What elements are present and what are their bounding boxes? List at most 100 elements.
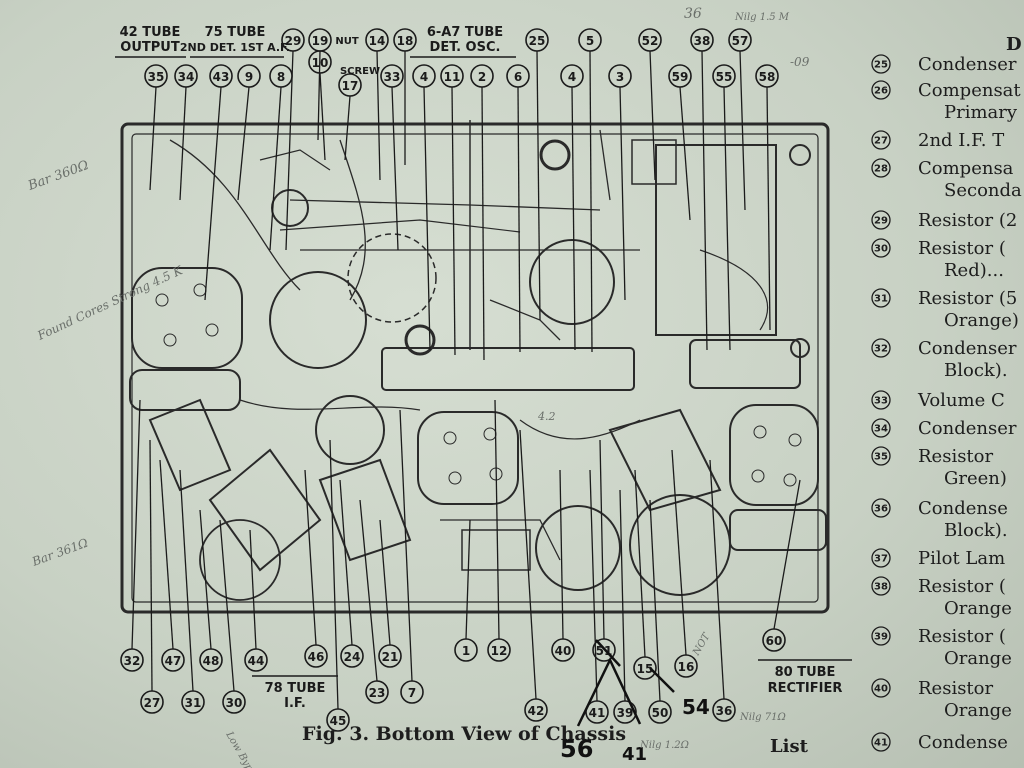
callout-bubble: 10 <box>308 50 332 74</box>
screw-label: SCREW <box>340 66 380 77</box>
callout-bubble: 29 <box>281 28 305 52</box>
leader-line <box>329 439 339 710</box>
callout-number: 58 <box>759 70 776 84</box>
leader-line <box>723 86 731 351</box>
callout-number: 18 <box>397 34 414 48</box>
parts-list-number: 29 <box>874 216 888 227</box>
callout-number: 35 <box>148 70 165 84</box>
callout-number: 12 <box>491 644 508 658</box>
callout-bubble: 34 <box>174 64 198 88</box>
parts-list-name: Resistor (2 <box>918 210 1017 231</box>
leader-line <box>344 95 351 161</box>
leader-line <box>376 50 381 181</box>
parts-list-name: Condenser <box>918 338 1017 359</box>
parts-list-name: Resistor ( <box>918 576 1006 597</box>
parts-list-item: 30 Resistor ( <box>871 238 1006 259</box>
parts-list-number: 30 <box>874 244 888 255</box>
callout-bubble: 45 <box>326 708 350 732</box>
parts-list-item: Seconda <box>944 180 1022 201</box>
pencil-note: Bar 360Ω <box>25 158 91 194</box>
leader-line <box>649 499 661 702</box>
parts-list-item: 29 Resistor (2 <box>871 210 1017 231</box>
leader-line <box>481 86 485 361</box>
parts-list-number: 40 <box>874 684 888 695</box>
leader-line <box>634 469 646 658</box>
callout-number: 39 <box>617 706 634 720</box>
ink-note: 41 <box>622 744 647 765</box>
leader-line <box>379 519 391 646</box>
parts-list-name: Orange <box>944 648 1012 669</box>
callout-number: 57 <box>732 34 749 48</box>
callout-number: 4 <box>568 70 576 84</box>
parts-list-item: Red)... <box>944 260 1004 281</box>
parts-list-number: 28 <box>874 164 888 175</box>
callout-bubble: 50 <box>648 700 672 724</box>
callout-number: 3 <box>616 70 624 84</box>
pencil-note: Nilg 1.5 M <box>734 12 790 23</box>
callout-bubble: 58 <box>755 64 779 88</box>
pencil-note: Nilg 1.2Ω <box>639 740 689 751</box>
leader-line <box>219 519 235 692</box>
callout-bubble: 36 <box>712 698 736 722</box>
leader-line <box>465 519 471 640</box>
parts-list-name: Orange <box>944 598 1012 619</box>
leader-line <box>359 499 378 682</box>
parts-list-item: Block). <box>944 520 1008 541</box>
callout-bubble: 9 <box>237 64 261 88</box>
callout-bubble: 27 <box>140 690 164 714</box>
leader-line <box>423 86 431 351</box>
callout-bubble: 40 <box>551 638 575 662</box>
parts-list-name: 2nd I.F. T <box>918 130 1004 151</box>
callout-bubble: 38 <box>690 28 714 52</box>
leader-line <box>399 409 413 682</box>
callout-number: 5 <box>586 34 594 48</box>
callout-bubble: 17 <box>338 73 362 97</box>
callout-bubble: 59 <box>668 64 692 88</box>
leader-line <box>739 50 746 211</box>
callout-bubble: 6 <box>506 64 530 88</box>
ink-note: 56 <box>560 735 593 763</box>
tube-label-rectifier: 80 TUBE RECTIFIER <box>758 659 852 696</box>
callout-bubble: 47 <box>161 648 185 672</box>
parts-list-name: Volume C <box>917 390 1005 411</box>
parts-list-number: 31 <box>874 294 888 305</box>
parts-list-name: Seconda <box>944 180 1022 201</box>
callout-number: 29 <box>285 34 302 48</box>
parts-list-name: Resistor ( <box>918 238 1006 259</box>
tube-label-if: 78 TUBE I.F. <box>252 675 338 711</box>
leader-line <box>237 86 250 201</box>
leader-line <box>391 86 399 251</box>
callout-bubble: 24 <box>340 644 364 668</box>
parts-list-item: Orange <box>944 700 1012 721</box>
leader-line <box>317 50 321 141</box>
callout-bubble: 16 <box>674 654 698 678</box>
callout-bubble: 12 <box>487 638 511 662</box>
parts-list-item: Orange) <box>944 310 1019 331</box>
handwritten-ink-notes: 56 41 54 <box>560 639 710 765</box>
parts-list-number: 41 <box>874 738 888 749</box>
callout-bubble: 5 <box>578 28 602 52</box>
leader-line <box>559 469 564 640</box>
leader-line <box>766 86 771 331</box>
callout-number: 17 <box>342 79 359 93</box>
leader-line <box>204 86 222 301</box>
callout-number: 30 <box>226 696 243 710</box>
leader-line <box>589 50 593 353</box>
callout-number: 40 <box>555 644 572 658</box>
leader-line <box>649 50 656 181</box>
callout-bubble: 23 <box>365 680 389 704</box>
parts-list-name: Orange <box>944 700 1012 721</box>
callout-bubble: 4 <box>412 64 436 88</box>
parts-list-number: 39 <box>874 632 888 643</box>
tube-label-line: 42 TUBE <box>120 25 181 40</box>
callout-number: 55 <box>716 70 733 84</box>
parts-list-item: Primary <box>944 102 1018 123</box>
callout-bubble: 32 <box>120 648 144 672</box>
